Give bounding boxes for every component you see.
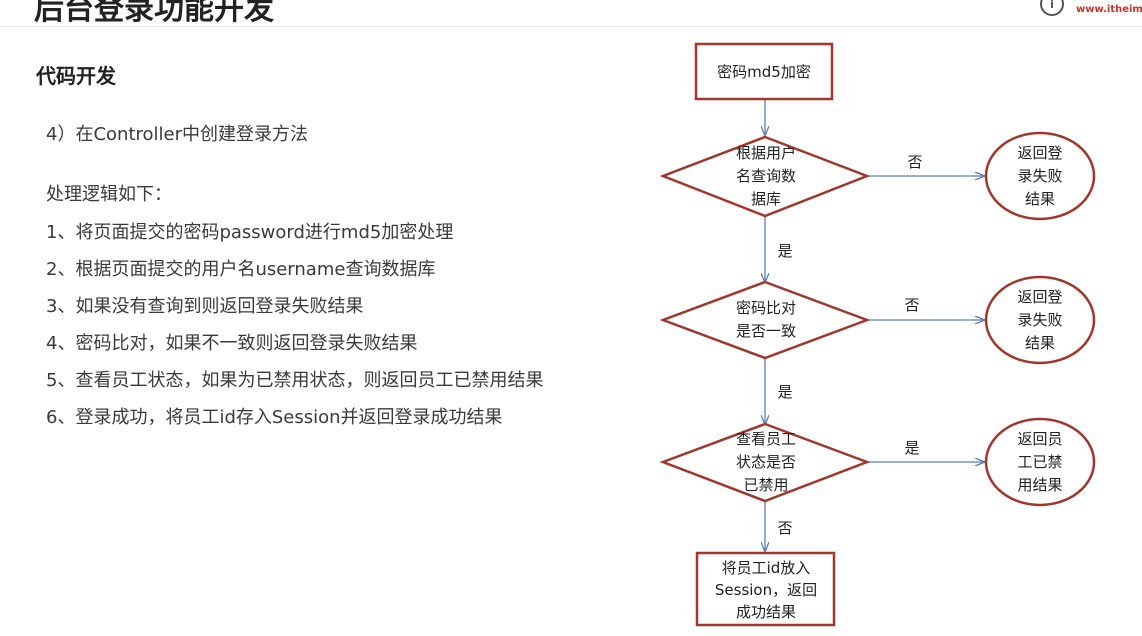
result1-line2: 录失败 — [1017, 167, 1062, 185]
start-node — [694, 42, 834, 101]
result3-line1: 返回员 — [1017, 430, 1062, 448]
result1-line3: 结果 — [1025, 190, 1055, 208]
decision3-line2: 状态是否 — [736, 453, 796, 471]
logo-text: www.itheima. — [1076, 4, 1142, 15]
label-d2-no: 否 — [904, 296, 919, 314]
step-item: 4、密码比对，如果不一致则返回登录失败结果 — [46, 333, 418, 354]
step-item: 2、根据页面提交的用户名username查询数据库 — [46, 259, 436, 280]
decision1-line3: 据库 — [751, 190, 781, 208]
result1-line1: 返回登 — [1017, 144, 1062, 162]
logo-icon: i — [1040, 0, 1064, 16]
decision-node-user-query — [659, 135, 871, 218]
label-d2-yes: 是 — [777, 383, 792, 401]
start-node-text: 密码md5加密 — [717, 63, 811, 81]
logic-title: 处理逻辑如下： — [46, 184, 172, 205]
decision1-line1: 根据用户 — [736, 144, 796, 162]
decision3-line3: 已禁用 — [743, 476, 788, 494]
result-node-login-failed — [984, 131, 1096, 221]
decision2-line2: 是否一致 — [736, 322, 796, 340]
decision2-line1: 密码比对 — [736, 299, 796, 317]
brand-logo: i www.itheima. — [1038, 0, 1142, 22]
result3-line3: 用结果 — [1017, 476, 1062, 494]
decision-node-employee-status — [659, 422, 871, 503]
section-heading: 代码开发 — [36, 64, 116, 88]
end-line3: 成功结果 — [736, 603, 796, 621]
label-d3-yes: 是 — [904, 439, 919, 457]
end-line2: Session，返回 — [715, 581, 817, 599]
result2-line3: 结果 — [1025, 334, 1055, 352]
title-divider — [0, 26, 1142, 27]
result2-line2: 录失败 — [1017, 311, 1062, 329]
step-item: 6、登录成功，将员工id存入Session并返回登录成功结果 — [46, 407, 503, 428]
intro-text: 4）在Controller中创建登录方法 — [46, 124, 308, 145]
label-d1-yes: 是 — [777, 242, 792, 260]
result-node-login-failed-2 — [984, 275, 1096, 365]
step-item: 3、如果没有查询到则返回登录失败结果 — [46, 296, 364, 317]
label-d1-no: 否 — [907, 153, 922, 171]
step-item: 1、将页面提交的密码password进行md5加密处理 — [46, 222, 454, 243]
decision-node-password-match — [659, 280, 871, 360]
label-d3-no: 否 — [777, 519, 792, 537]
step-item: 5、查看员工状态，如果为已禁用状态，则返回员工已禁用结果 — [46, 370, 544, 391]
decision1-line2: 名查询数 — [736, 167, 796, 185]
end-node — [695, 551, 836, 627]
end-line1: 将员工id放入 — [722, 559, 811, 577]
decision3-line1: 查看员工 — [736, 430, 796, 448]
result3-line2: 工已禁 — [1017, 453, 1062, 471]
result2-line1: 返回登 — [1017, 288, 1062, 306]
page-title: 后台登录功能开发 — [34, 0, 274, 27]
result-node-employee-disabled — [984, 417, 1096, 507]
